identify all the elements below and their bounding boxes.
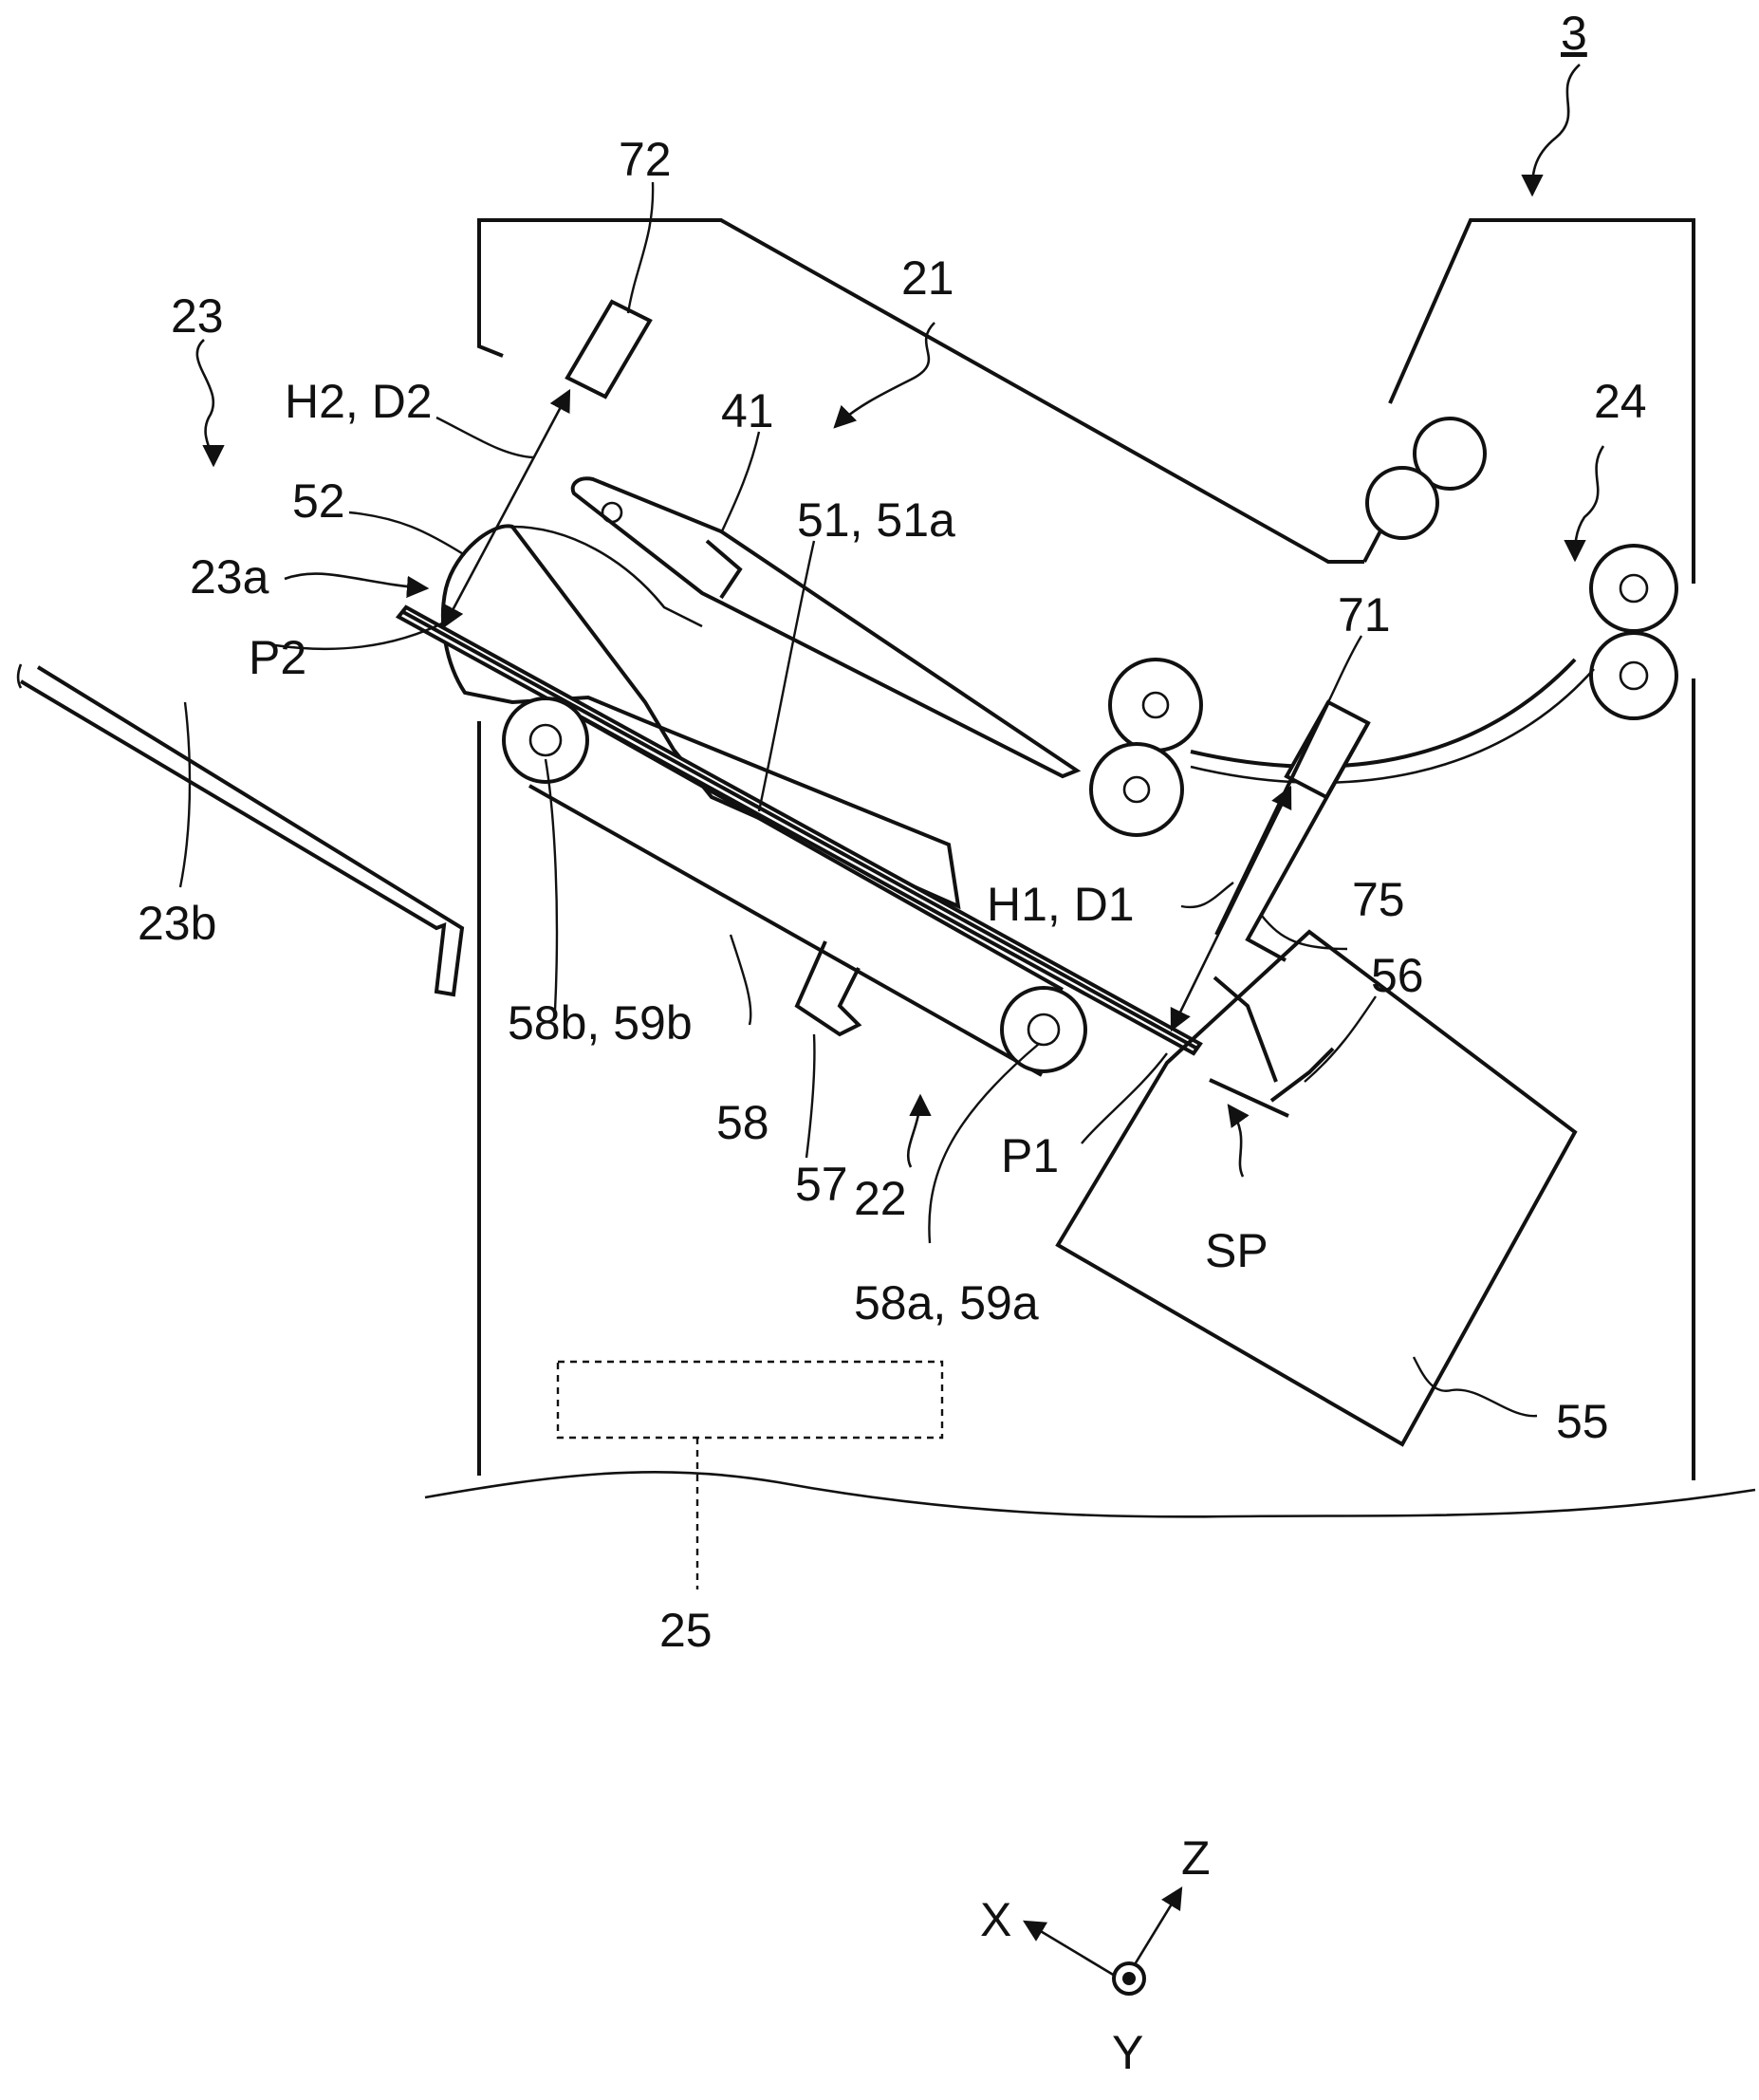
sensor-72: [565, 299, 653, 400]
label-51-51a: 51, 51a: [797, 493, 955, 547]
label-p2: P2: [249, 631, 306, 684]
label-58: 58: [716, 1096, 769, 1149]
label-p1: P1: [1001, 1129, 1059, 1182]
label-71: 71: [1338, 588, 1391, 641]
detection-arrow-h2d2: [442, 388, 571, 629]
roller-pair-24: [1589, 544, 1678, 720]
detection-arrow-h1d1: [1170, 785, 1292, 1032]
label-24: 24: [1594, 375, 1647, 428]
tray-51: [395, 604, 1203, 1056]
arrow-23: [195, 339, 225, 468]
break-line: [424, 1470, 1756, 1518]
discharge-roller-pair: [1365, 417, 1487, 540]
label-h1-d1: H1, D1: [987, 878, 1135, 931]
label-58b-59b: 58b, 59b: [508, 996, 693, 1050]
axis-label-z: Z: [1181, 1831, 1211, 1885]
label-41: 41: [721, 384, 774, 437]
label-h2-d2: H2, D2: [285, 375, 433, 428]
label-3: 3: [1561, 7, 1587, 60]
arrow-3: [1521, 64, 1581, 197]
leader-lines: [178, 181, 1538, 1418]
label-55: 55: [1556, 1395, 1609, 1448]
label-57: 57: [795, 1158, 848, 1211]
member-56: [1209, 976, 1335, 1118]
label-22: 22: [854, 1172, 907, 1225]
arrow-23a: [284, 572, 430, 599]
axis-label-y: Y: [1112, 2026, 1143, 2079]
label-23: 23: [171, 289, 224, 343]
arrow-sp: [1227, 1104, 1250, 1178]
label-23a: 23a: [190, 550, 269, 604]
label-21: 21: [901, 251, 954, 305]
label-75: 75: [1352, 873, 1405, 926]
label-sp: SP: [1205, 1224, 1268, 1277]
coordinate-axes: [1022, 1886, 1183, 1996]
belt-58: [502, 697, 1087, 1077]
label-52: 52: [292, 474, 345, 528]
arm-41: [570, 476, 1082, 779]
controller-25: [556, 1360, 944, 1589]
label-58a-59a: 58a, 59a: [854, 1276, 1039, 1329]
feed-roller-pair: [1089, 658, 1203, 837]
sensor-71: [1214, 699, 1371, 962]
housing-frame: [477, 218, 1695, 1480]
member-57: [794, 940, 862, 1037]
label-56: 56: [1371, 949, 1424, 1002]
arrow-21: [833, 322, 935, 429]
arrow-24: [1564, 445, 1605, 563]
label-23b: 23b: [138, 897, 216, 950]
reference-labels: 3 72 23 21 24 H2, D2 41 52 51, 51a 23a 7…: [138, 7, 1647, 2079]
label-25: 25: [659, 1604, 713, 1657]
label-72: 72: [619, 133, 672, 186]
arrow-22: [906, 1093, 932, 1168]
tray-23b: [16, 663, 465, 997]
axis-label-x: X: [980, 1893, 1011, 1946]
conveyance-guide: [1190, 658, 1577, 769]
